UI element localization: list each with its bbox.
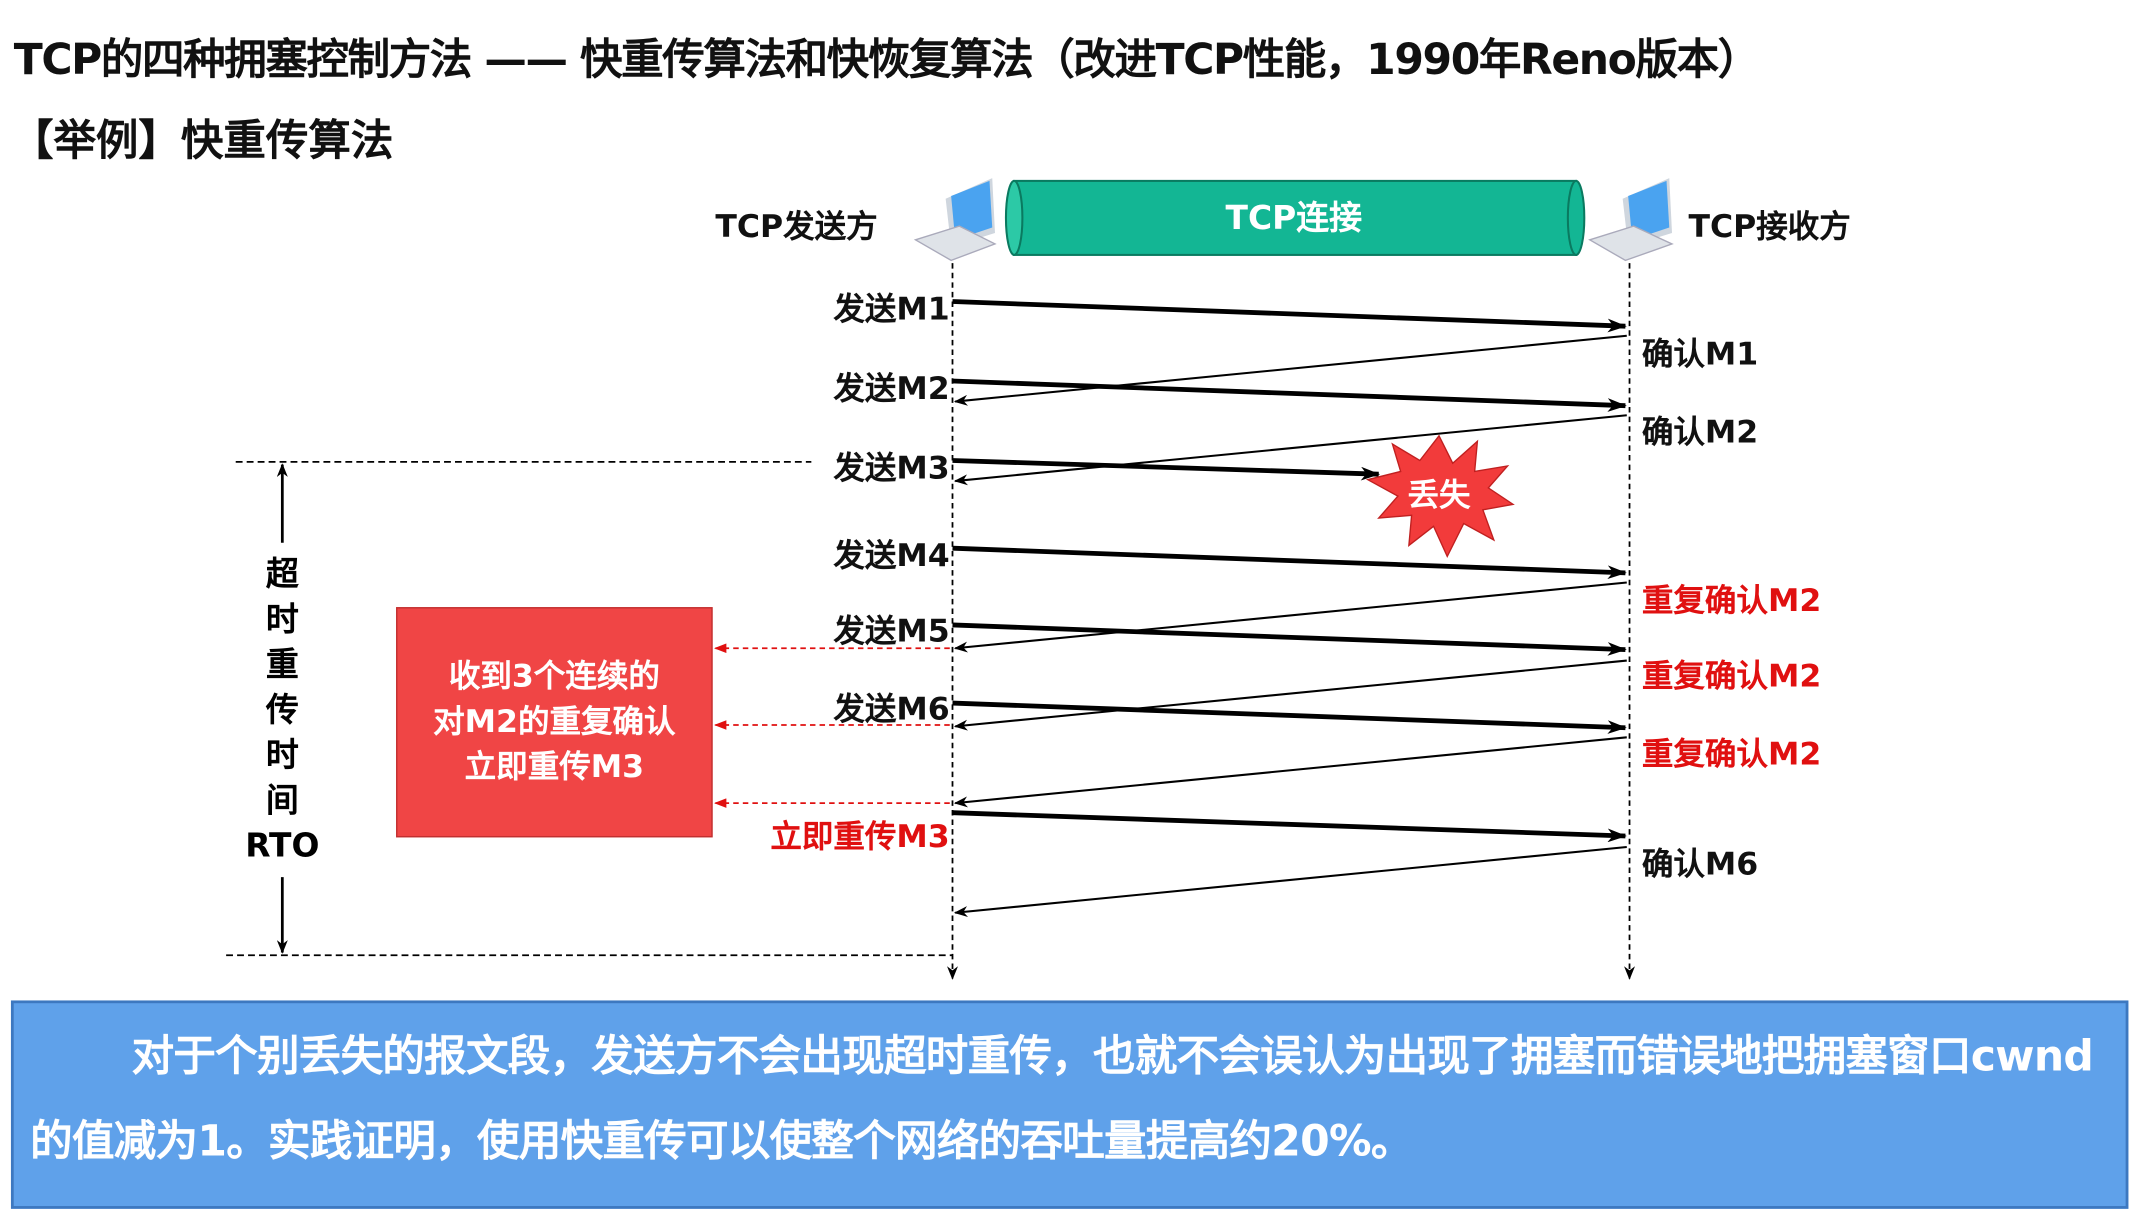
sender-laptop-icon xyxy=(913,178,997,262)
ack-m1 xyxy=(953,334,1627,406)
segment-m1 xyxy=(952,299,1627,333)
dup-ack-m2-2 xyxy=(953,659,1627,731)
rto-char: 传 xyxy=(265,690,299,730)
ack-segments xyxy=(953,334,1627,918)
data-segments xyxy=(952,299,1627,843)
send-label-m3: 发送M3 xyxy=(833,450,950,487)
fast-retransmit-note: 收到3个连续的 对M2的重复确认 立即重传M3 xyxy=(396,607,713,838)
rto-char: 重 xyxy=(265,645,299,684)
tcp-connection-label: TCP连接 xyxy=(1225,198,1362,238)
summary-text: 对于个别丢失的报文段，发送方不会出现超时重传，也就不会误认为出现了拥塞而错误地把… xyxy=(30,1031,2094,1167)
send-label-m1: 发送M1 xyxy=(833,291,950,328)
ack-label-m2: 确认M2 xyxy=(1641,415,1759,451)
segment-m6 xyxy=(952,700,1627,734)
tcp-connection-pipe xyxy=(1004,179,1586,256)
lost-starburst-icon xyxy=(1365,434,1515,559)
dup-ack-label-3: 重复确认M2 xyxy=(1641,737,1822,773)
summary-box: 对于个别丢失的报文段，发送方不会出现超时重传，也就不会误认为出现了拥塞而错误地把… xyxy=(10,1000,2129,1209)
rto-char: 超 xyxy=(265,555,299,594)
retransmit-label: 立即重传M3 xyxy=(770,819,950,856)
dup-ack-m2-3 xyxy=(953,736,1627,808)
rto-label: 超 时 重 传 时 间 RTO xyxy=(241,552,323,869)
rto-char: 时 xyxy=(265,735,299,775)
note-line: 对M2的重复确认 xyxy=(433,703,676,740)
rto-char: 时 xyxy=(265,600,299,639)
dup-ack-label-2: 重复确认M2 xyxy=(1641,659,1822,695)
segment-m3-lost xyxy=(952,458,1381,481)
dup-ack-m2-1 xyxy=(953,581,1627,653)
ack-m6 xyxy=(953,845,1627,918)
note-line: 收到3个连续的 xyxy=(448,658,660,695)
dup-ack-notify-arrows xyxy=(714,643,950,808)
receiver-laptop-icon xyxy=(1588,178,1674,262)
rto-char: 间 xyxy=(265,781,299,820)
note-line: 立即重传M3 xyxy=(464,748,645,785)
send-label-m5: 发送M5 xyxy=(833,613,950,650)
dup-ack-label-1: 重复确认M2 xyxy=(1641,583,1822,620)
lost-label: 丢失 xyxy=(1408,478,1472,514)
receiver-label: TCP接收方 xyxy=(1688,209,1851,246)
segment-m4 xyxy=(952,545,1627,580)
send-label-m4: 发送M4 xyxy=(833,538,950,575)
sender-label: TCP发送方 xyxy=(715,209,878,246)
example-subtitle: 【举例】快重传算法 xyxy=(10,116,394,166)
segment-m2 xyxy=(952,378,1627,412)
ack-label-m1: 确认M1 xyxy=(1641,337,1759,373)
rto-abbr: RTO xyxy=(245,826,320,865)
send-label-m2: 发送M2 xyxy=(833,371,950,408)
ack-label-m6: 确认M6 xyxy=(1641,846,1759,883)
page-title: TCP的四种拥塞控制方法 —— 快重传算法和快恢复算法（改进TCP性能，1990… xyxy=(13,35,1761,85)
ack-m2 xyxy=(953,414,1627,486)
segment-m3-retransmit xyxy=(952,810,1627,843)
segment-m5 xyxy=(952,622,1627,656)
send-label-m6: 发送M6 xyxy=(833,692,950,728)
